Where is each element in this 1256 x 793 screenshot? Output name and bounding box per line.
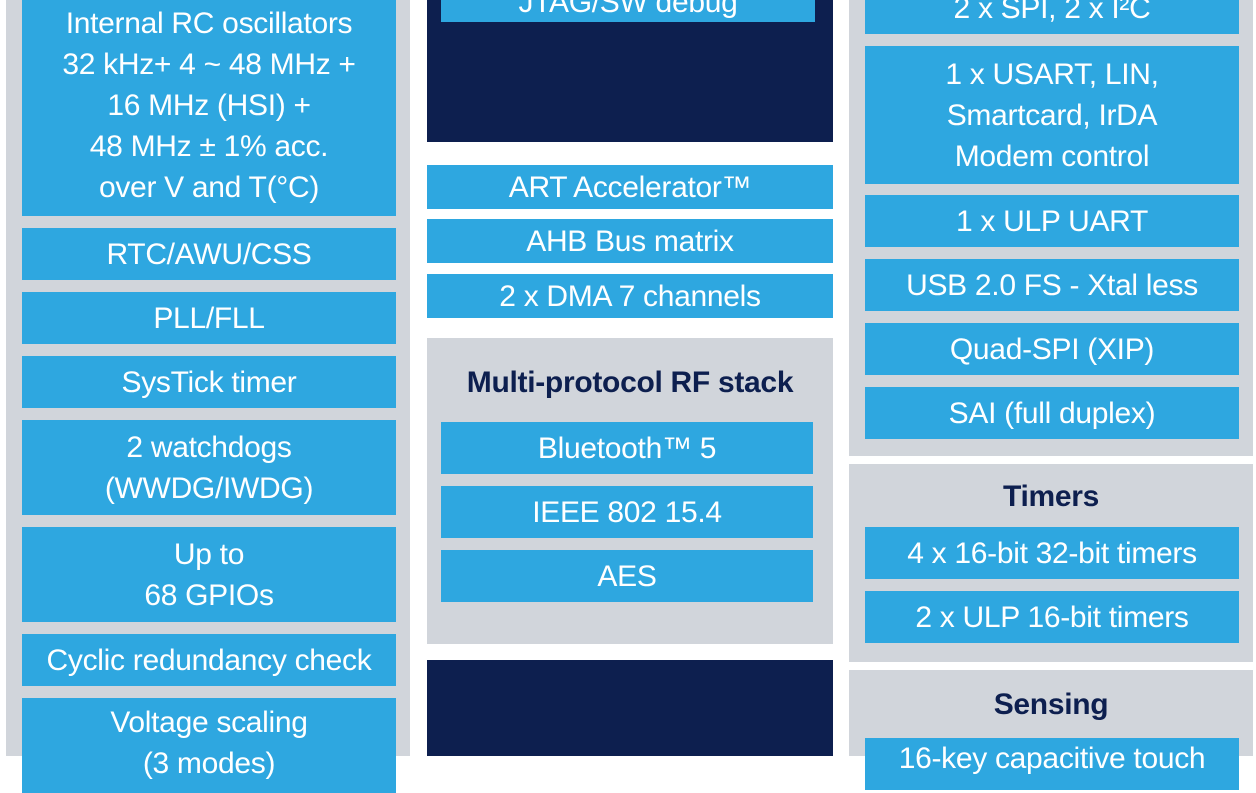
block-16-32-bit-timers: 4 x 16-bit 32-bit timers [865, 527, 1239, 579]
block-jtag-sw-debug: JTAG/SW debug [441, 0, 815, 22]
block-watchdogs: 2 watchdogs (WWDG/IWDG) [22, 420, 396, 515]
rf-stack-title: Multi-protocol RF stack [466, 366, 794, 399]
block-ulp-timers: 2 x ULP 16-bit timers [865, 591, 1239, 643]
core-block-top [427, 0, 833, 142]
timers-title: Timers [1002, 480, 1100, 513]
block-ulp-uart: 1 x ULP UART [865, 195, 1239, 247]
block-quad-spi: Quad-SPI (XIP) [865, 323, 1239, 375]
block-gpios: Up to 68 GPIOs [22, 527, 396, 622]
block-aes: AES [441, 550, 813, 602]
block-art-accelerator: ART Accelerator™ [427, 165, 833, 209]
block-voltage-scaling: Voltage scaling (3 modes) [22, 698, 396, 793]
block-sai: SAI (full duplex) [865, 387, 1239, 439]
block-usb: USB 2.0 FS - Xtal less [865, 259, 1239, 311]
block-pll-fll: PLL/FLL [22, 292, 396, 344]
block-spi-i2c: 2 x SPI, 2 x I²C [865, 0, 1239, 34]
block-internal-rc-oscillators: Internal RC oscillators 32 kHz+ 4 ~ 48 M… [22, 0, 396, 216]
sensing-title: Sensing [993, 688, 1109, 721]
block-dma: 2 x DMA 7 channels [427, 274, 833, 318]
block-crc: Cyclic redundancy check [22, 634, 396, 686]
block-rtc-awu-css: RTC/AWU/CSS [22, 228, 396, 280]
block-ahb-bus-matrix: AHB Bus matrix [427, 219, 833, 263]
core-block-bottom [427, 660, 833, 756]
block-capacitive-touch: 16-key capacitive touch [865, 738, 1239, 790]
block-bluetooth: Bluetooth™ 5 [441, 422, 813, 474]
block-systick-timer: SysTick timer [22, 356, 396, 408]
block-ieee-802-15-4: IEEE 802 15.4 [441, 486, 813, 538]
block-usart: 1 x USART, LIN, Smartcard, IrDA Modem co… [865, 46, 1239, 184]
